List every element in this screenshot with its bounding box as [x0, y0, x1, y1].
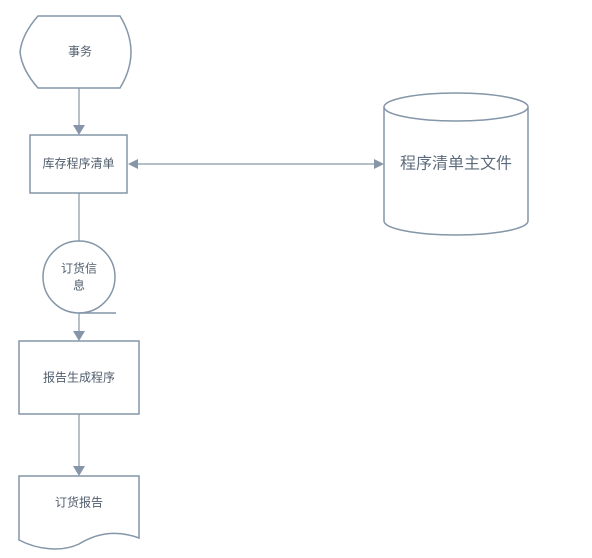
arrowhead-inventory-program	[73, 125, 85, 135]
display-shape	[19, 15, 132, 89]
document-shape	[18, 475, 140, 550]
node-order-report-label: 订货报告	[55, 495, 103, 510]
arrowhead-order-report	[73, 466, 85, 476]
node-report-program[interactable]: 报告生成程序	[18, 340, 140, 415]
arrowhead-master-file	[374, 159, 384, 169]
cylinder-top	[383, 92, 529, 122]
edges	[73, 88, 384, 476]
node-order-info-label-line2: 息	[73, 278, 85, 293]
process-box	[29, 134, 128, 194]
cylinder-body	[383, 107, 529, 236]
node-transaction[interactable]: 事务	[19, 15, 132, 89]
node-inventory-program[interactable]: 库存程序清单	[29, 134, 128, 194]
node-order-info-label-line1: 订货信	[61, 261, 97, 276]
node-transaction-label: 事务	[68, 44, 92, 59]
node-report-program-label: 报告生成程序	[43, 370, 115, 385]
arrowhead-report-program	[73, 331, 85, 341]
node-order-report[interactable]: 订货报告	[18, 475, 140, 550]
arrowhead-inventory-program-left	[128, 159, 138, 169]
node-order-info[interactable]: 订货信 息	[42, 240, 116, 314]
node-inventory-program-label: 库存程序清单	[42, 156, 114, 171]
process-box	[18, 340, 140, 415]
node-master-file[interactable]: 程序清单主文件	[383, 92, 529, 236]
node-master-file-label: 程序清单主文件	[400, 154, 512, 173]
tape-circle	[42, 240, 116, 314]
